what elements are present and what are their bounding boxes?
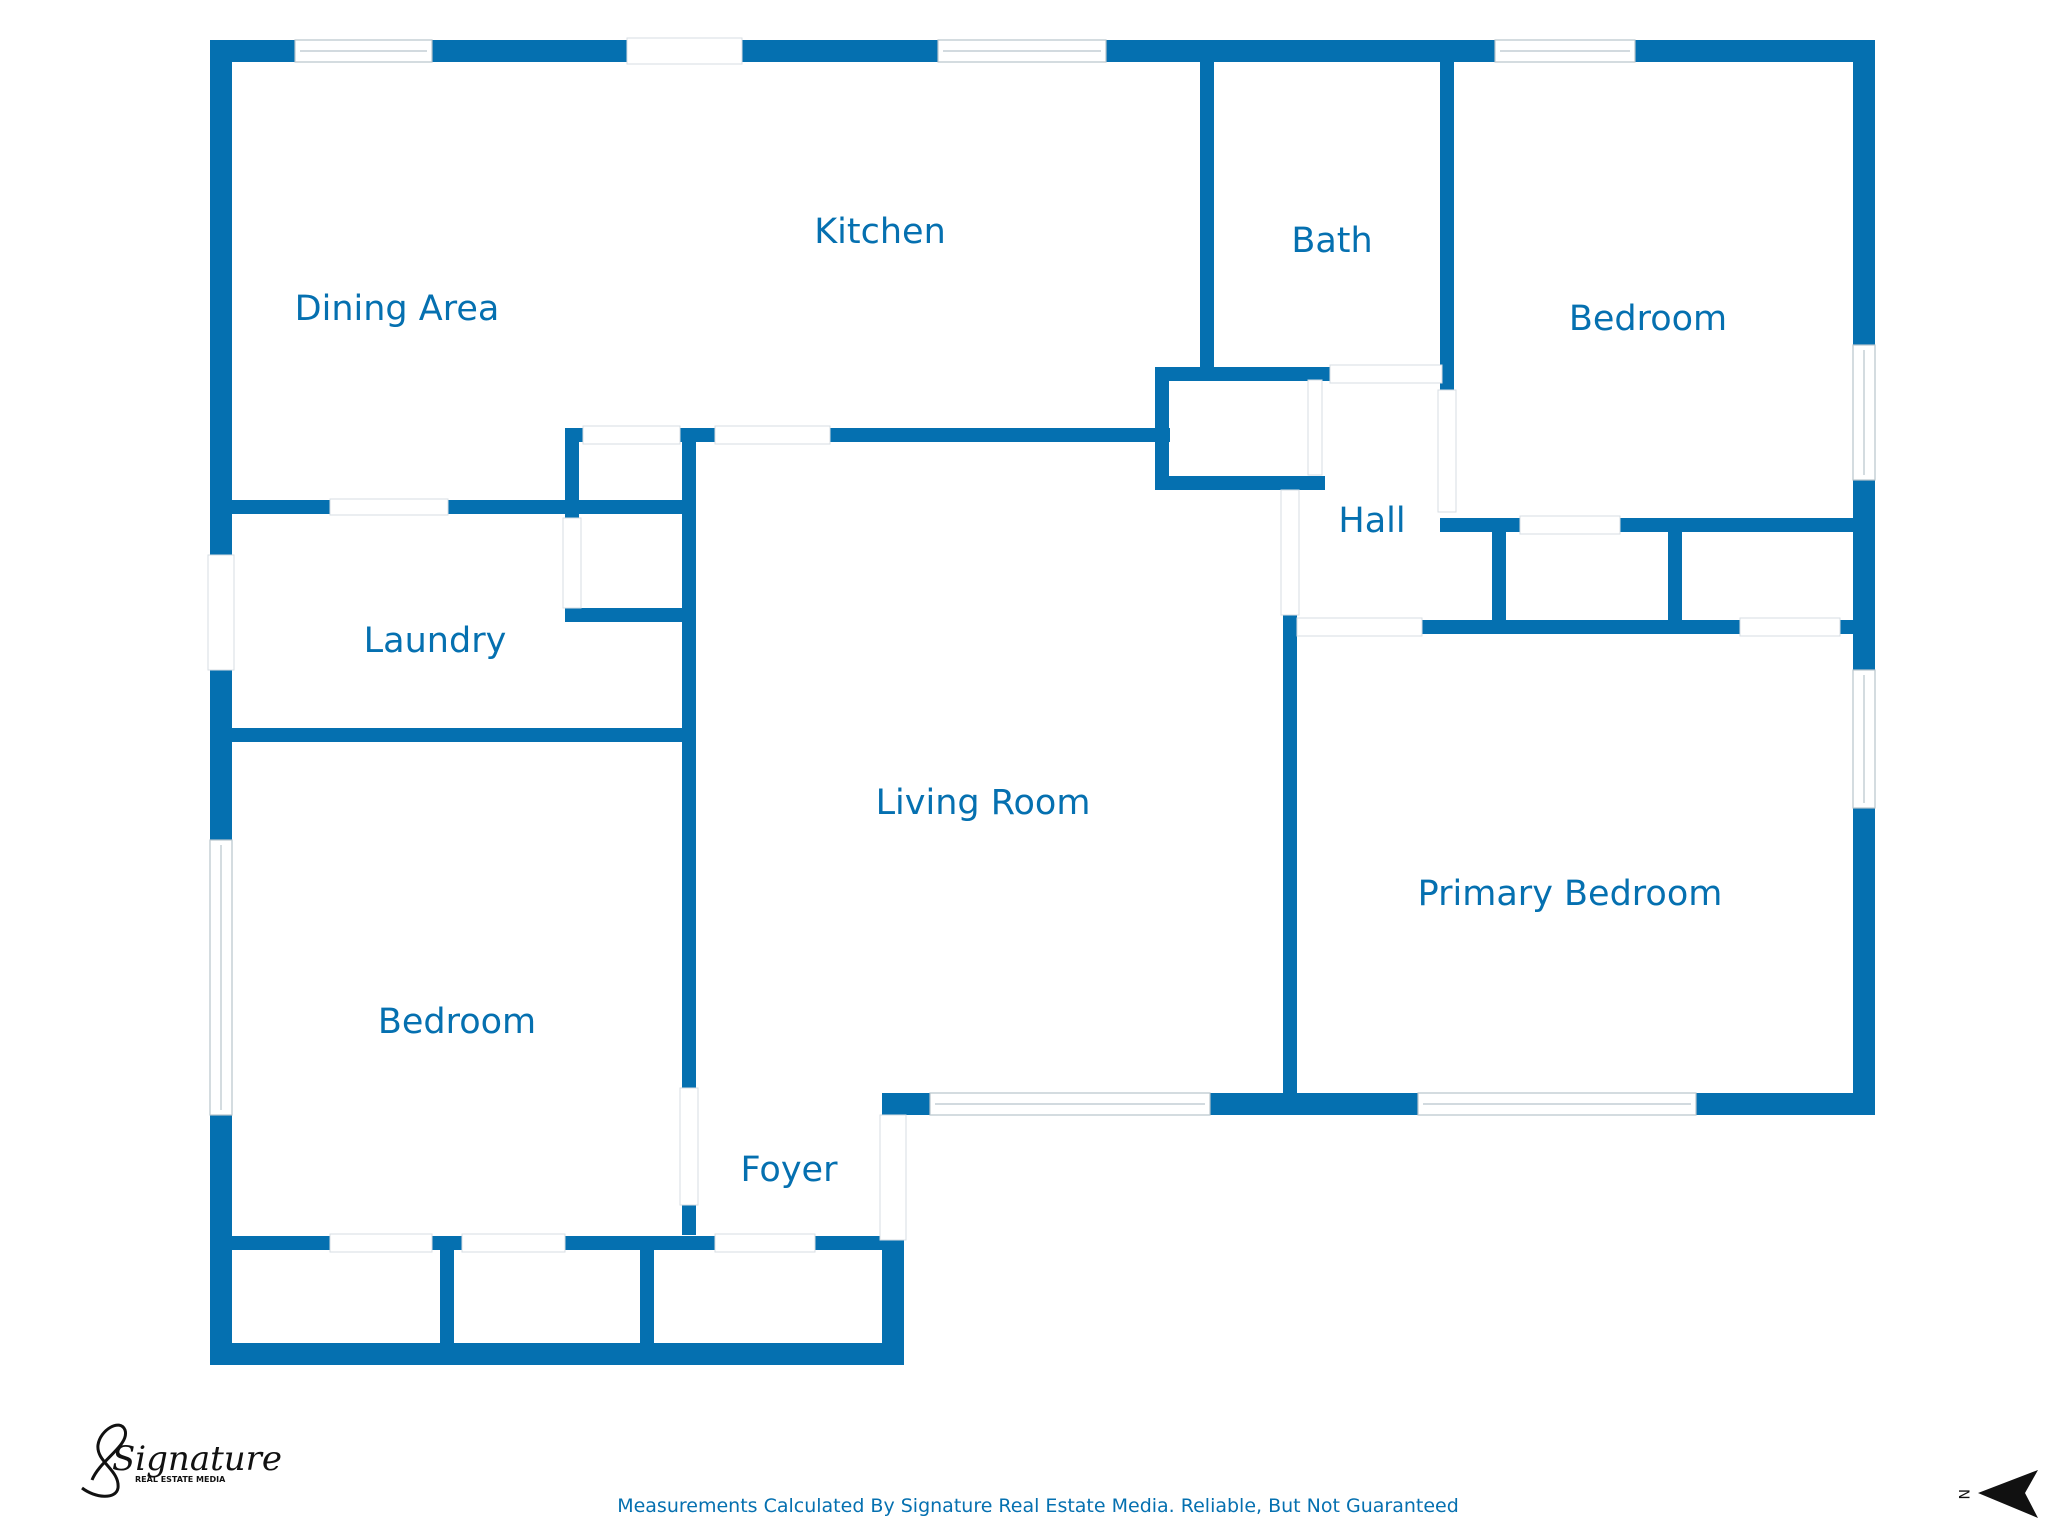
room-label-bedroom-west: Bedroom xyxy=(378,1002,536,1042)
room-labels: Dining Area Kitchen Bath Bedroom Hall La… xyxy=(295,212,1727,1190)
logo-script: Signature xyxy=(112,1439,282,1479)
compass-north-label: N xyxy=(1955,1489,1971,1499)
north-arrow-icon: N xyxy=(1955,1470,2038,1518)
room-label-bath: Bath xyxy=(1291,221,1372,261)
room-label-hall: Hall xyxy=(1338,501,1405,541)
logo-subtitle: REAL ESTATE MEDIA xyxy=(135,1475,226,1484)
measurement-disclaimer: Measurements Calculated By Signature Rea… xyxy=(617,1495,1459,1517)
room-label-primary-bedroom: Primary Bedroom xyxy=(1418,874,1723,914)
window xyxy=(209,39,1876,1116)
walls xyxy=(210,40,1875,1365)
room-label-kitchen: Kitchen xyxy=(814,212,946,252)
room-label-living-room: Living Room xyxy=(876,783,1091,823)
room-label-laundry: Laundry xyxy=(364,621,507,661)
room-label-dining-area: Dining Area xyxy=(295,289,500,329)
room-label-bedroom-east: Bedroom xyxy=(1569,299,1727,339)
windows xyxy=(209,39,1876,1116)
room-label-foyer: Foyer xyxy=(741,1150,839,1190)
signature-logo-icon: Signature REAL ESTATE MEDIA xyxy=(81,1423,282,1498)
door-openings xyxy=(207,37,1841,1253)
